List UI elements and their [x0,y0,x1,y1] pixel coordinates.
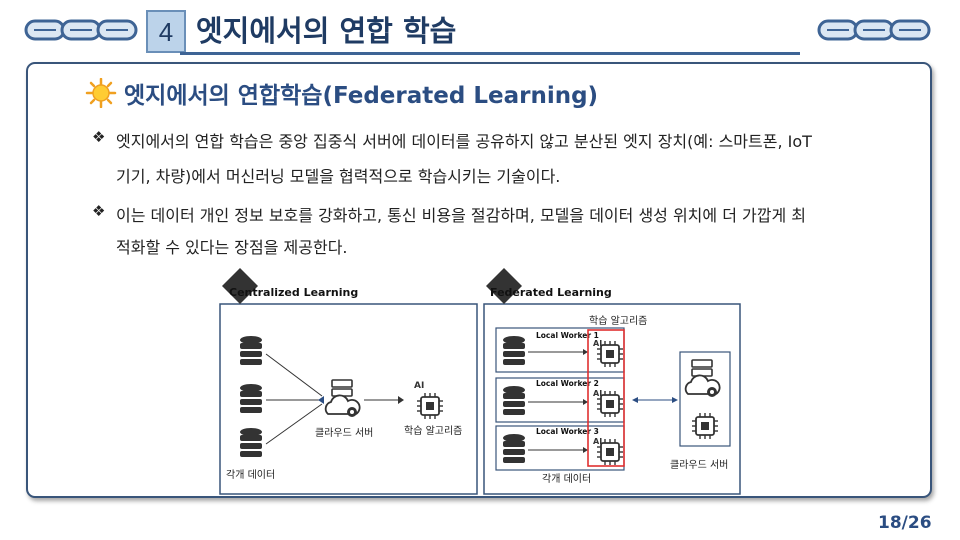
federated-title: Federated Learning [490,286,612,299]
centralized-panel: Centralized Learning AI 클라우드 서버 학습 알고리즘 … [219,268,478,495]
data-label: 각개 데이터 [226,469,275,481]
server-box [679,351,731,447]
algorithm-label: 학습 알고리즘 [404,425,462,437]
ai-chip-icon: AI [414,381,444,420]
page-number: 18/26 [878,513,932,533]
chain-link-icon [817,19,931,41]
worker-label: Local Worker 2 [536,379,599,388]
fed-data-label: 각개 데이터 [542,473,591,485]
sun-icon [85,78,117,108]
fed-cloud-label: 클라우드 서버 [670,459,728,471]
diamond-icon [486,268,522,304]
centralized-title: Centralized Learning [229,286,358,299]
content-panel [26,62,932,498]
svg-text:AI: AI [414,381,424,391]
page-title: 엣지에서의 연합 학습 [196,14,457,48]
bullet-line: 적화할 수 있다는 장점을 제공한다. [116,238,348,257]
federated-panel: Federated Learning 학습 알고리즘 Local Worker … [483,268,741,495]
ai-chip-icon: AI [593,389,624,418]
bullet-mark: ❖ [92,202,106,220]
ai-chip-icon: AI [593,437,624,466]
cloud-server-label: 클라우드 서버 [315,427,373,439]
sub-heading-text: 엣지에서의 연합학습(Federated Learning) [124,83,599,109]
algorithm-highlight [587,329,625,467]
sub-heading: 엣지에서의 연합학습(Federated Learning) [84,76,598,110]
federated-learning-diagram: Centralized Learning AI 클라우드 서버 학습 알고리즘 … [219,268,741,495]
bullet-line: 엣지에서의 연합 학습은 중앙 집중식 서버에 데이터를 공유하지 않고 분산된… [116,132,812,151]
worker-label: Local Worker 3 [536,427,599,436]
bullet-line: 기기, 차량)에서 머신러닝 모델을 협력적으로 학습시키는 기술이다. [116,167,561,186]
ai-chip-icon: AI [593,339,624,368]
svg-text:AI: AI [593,437,602,446]
bullet-mark: ❖ [92,128,106,146]
svg-text:AI: AI [593,389,602,398]
svg-text:AI: AI [593,339,602,348]
worker-label: Local Worker 1 [536,331,599,340]
chain-link-icon [24,19,138,41]
section-number: 4 [146,10,186,53]
bullet-line: 이는 데이터 개인 정보 보호를 강화하고, 통신 비용을 절감하며, 모델을 … [116,206,806,225]
title-underline [180,52,800,55]
fed-algorithm-label: 학습 알고리즘 [589,315,647,327]
ai-chip-icon [691,412,719,440]
diamond-icon [222,268,258,304]
